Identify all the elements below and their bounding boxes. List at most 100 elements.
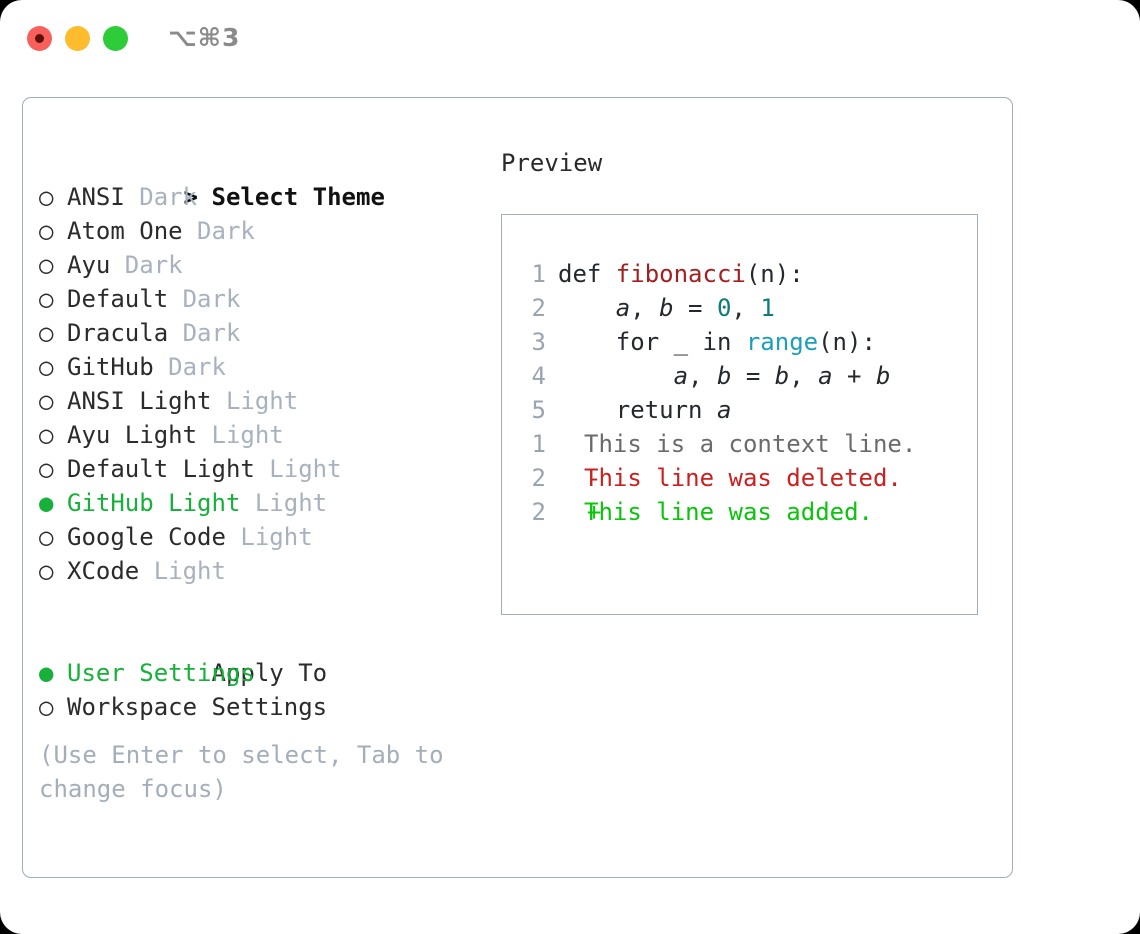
theme-list-item[interactable]: ○ ANSI Dark xyxy=(39,180,489,214)
radio-unselected-icon: ○ xyxy=(39,217,54,245)
preview-title: Preview xyxy=(501,149,603,177)
title-bar: ⌥⌘3 xyxy=(0,0,1140,78)
theme-list-item[interactable]: ○Dracula Dark xyxy=(39,316,489,350)
radio-unselected-icon: ○ xyxy=(39,251,54,279)
theme-variant-badge: Light xyxy=(211,387,299,415)
theme-selector-column: >Select Theme ○ANSI Dark○Atom One Dark○A… xyxy=(39,146,489,806)
code-token: return xyxy=(558,396,717,424)
theme-variant-badge: Dark xyxy=(168,285,241,313)
theme-list-item[interactable]: ○Ayu Light Light xyxy=(39,418,489,452)
code-token: , xyxy=(630,294,660,322)
code-token: 0 xyxy=(716,294,732,322)
theme-variant-badge: Light xyxy=(254,455,342,483)
code-token: b xyxy=(774,362,790,390)
radio-unselected-icon: ○ xyxy=(39,183,54,211)
code-token: b xyxy=(659,294,674,322)
code-token: b xyxy=(875,362,891,390)
theme-name: Atom One xyxy=(67,217,183,245)
code-token: a xyxy=(716,396,732,424)
theme-name: XCode xyxy=(67,557,140,585)
theme-variant-badge: Dark xyxy=(153,353,226,381)
radio-unselected-icon: ○ xyxy=(39,523,54,551)
diff-marker: + xyxy=(558,498,616,526)
code-line-number: 1 xyxy=(531,260,546,288)
radio-unselected-icon: ○ xyxy=(39,693,54,721)
code-token: def xyxy=(558,260,616,288)
theme-list-item[interactable]: ○ Default Dark xyxy=(39,282,489,316)
code-token: 1 xyxy=(760,294,775,322)
code-line: 5 return a xyxy=(520,393,890,427)
radio-unselected-icon: ○ xyxy=(39,285,54,313)
code-token: b xyxy=(716,362,732,390)
code-token: = xyxy=(731,362,775,390)
minimize-button[interactable] xyxy=(65,26,90,51)
apply-to-option-label: Workspace Settings xyxy=(67,693,328,721)
theme-name: ANSI Light xyxy=(67,387,212,415)
code-line-number: 4 xyxy=(531,362,546,390)
columns: >Select Theme ○ANSI Dark○Atom One Dark○A… xyxy=(23,98,1012,877)
code-token: range xyxy=(745,328,819,356)
code-line-number: 3 xyxy=(531,328,546,356)
code-token: , xyxy=(688,362,717,390)
theme-list-item[interactable]: ●GitHub Light Light xyxy=(39,486,489,520)
maximize-button[interactable] xyxy=(103,26,128,51)
diff-marker: - xyxy=(558,464,616,492)
code-token: (n): xyxy=(818,328,876,356)
theme-variant-badge: Dark xyxy=(110,251,183,279)
code-line-number: 5 xyxy=(531,396,546,424)
radio-unselected-icon: ○ xyxy=(39,557,54,585)
theme-name: Default xyxy=(67,285,169,313)
apply-to-list: ●User Settings ○ Workspace Settings xyxy=(39,656,489,724)
apply-to-header: Apply To xyxy=(39,622,489,687)
code-token: a xyxy=(673,362,689,390)
theme-name: GitHub Light xyxy=(67,489,241,517)
diff-line-number: 2 xyxy=(531,464,546,492)
theme-list-item[interactable]: ○ANSI Light Light xyxy=(39,384,489,418)
radio-unselected-icon: ○ xyxy=(39,353,54,381)
code-token: (n): xyxy=(745,260,804,288)
code-line-number: 2 xyxy=(531,294,546,322)
theme-name: Default Light xyxy=(67,455,255,483)
theme-list-item[interactable]: ○ Atom One Dark xyxy=(39,214,489,248)
code-token: a xyxy=(818,362,833,390)
theme-list-item[interactable]: ○ Default Light Light xyxy=(39,452,489,486)
theme-list-item[interactable]: ○GitHub Dark xyxy=(39,350,489,384)
theme-list-item[interactable]: ○XCode Light xyxy=(39,554,489,588)
apply-to-option[interactable]: ○ Workspace Settings xyxy=(39,690,489,724)
diff-line: 2 - This line was deleted. xyxy=(520,461,916,495)
close-button[interactable] xyxy=(27,26,52,51)
theme-list-item[interactable]: ○ Ayu Dark xyxy=(39,248,489,282)
theme-variant-badge: Dark xyxy=(168,319,241,347)
diff-text: This line was deleted. xyxy=(584,464,902,492)
code-token xyxy=(558,294,616,322)
diff-line-number: 2 xyxy=(531,498,546,526)
radio-selected-icon: ● xyxy=(39,489,54,517)
code-line: 1 def fibonacci(n): xyxy=(520,257,890,291)
theme-list-item[interactable]: ○Google Code Light xyxy=(39,520,489,554)
theme-variant-badge: Light xyxy=(225,523,313,551)
theme-variant-badge: Dark xyxy=(124,183,198,211)
theme-list: ○ ANSI Dark ○ Atom One Dark ○ Ayu Dark ○ Defaul… xyxy=(39,180,489,588)
diff-marker xyxy=(558,427,584,461)
diff-line: 2 + This line was added. xyxy=(520,495,916,529)
theme-name: ANSI xyxy=(67,183,125,211)
apply-to-option[interactable]: ●User Settings xyxy=(39,656,489,690)
code-token: for _ in xyxy=(558,328,746,356)
theme-name: Ayu xyxy=(67,251,111,279)
keyboard-shortcut-label: ⌥⌘3 xyxy=(168,23,241,52)
code-token: fibonacci xyxy=(615,260,746,288)
theme-variant-badge: Dark xyxy=(182,217,255,245)
window-controls xyxy=(27,26,128,51)
select-theme-header: >Select Theme xyxy=(39,146,489,211)
code-token: , xyxy=(789,362,819,390)
apply-to-header-label: Apply To xyxy=(211,659,328,687)
list-spacer xyxy=(39,588,489,622)
radio-unselected-icon: ○ xyxy=(39,455,54,483)
code-token xyxy=(558,362,674,390)
code-token: = xyxy=(673,294,717,322)
theme-name: Ayu Light xyxy=(67,421,198,449)
